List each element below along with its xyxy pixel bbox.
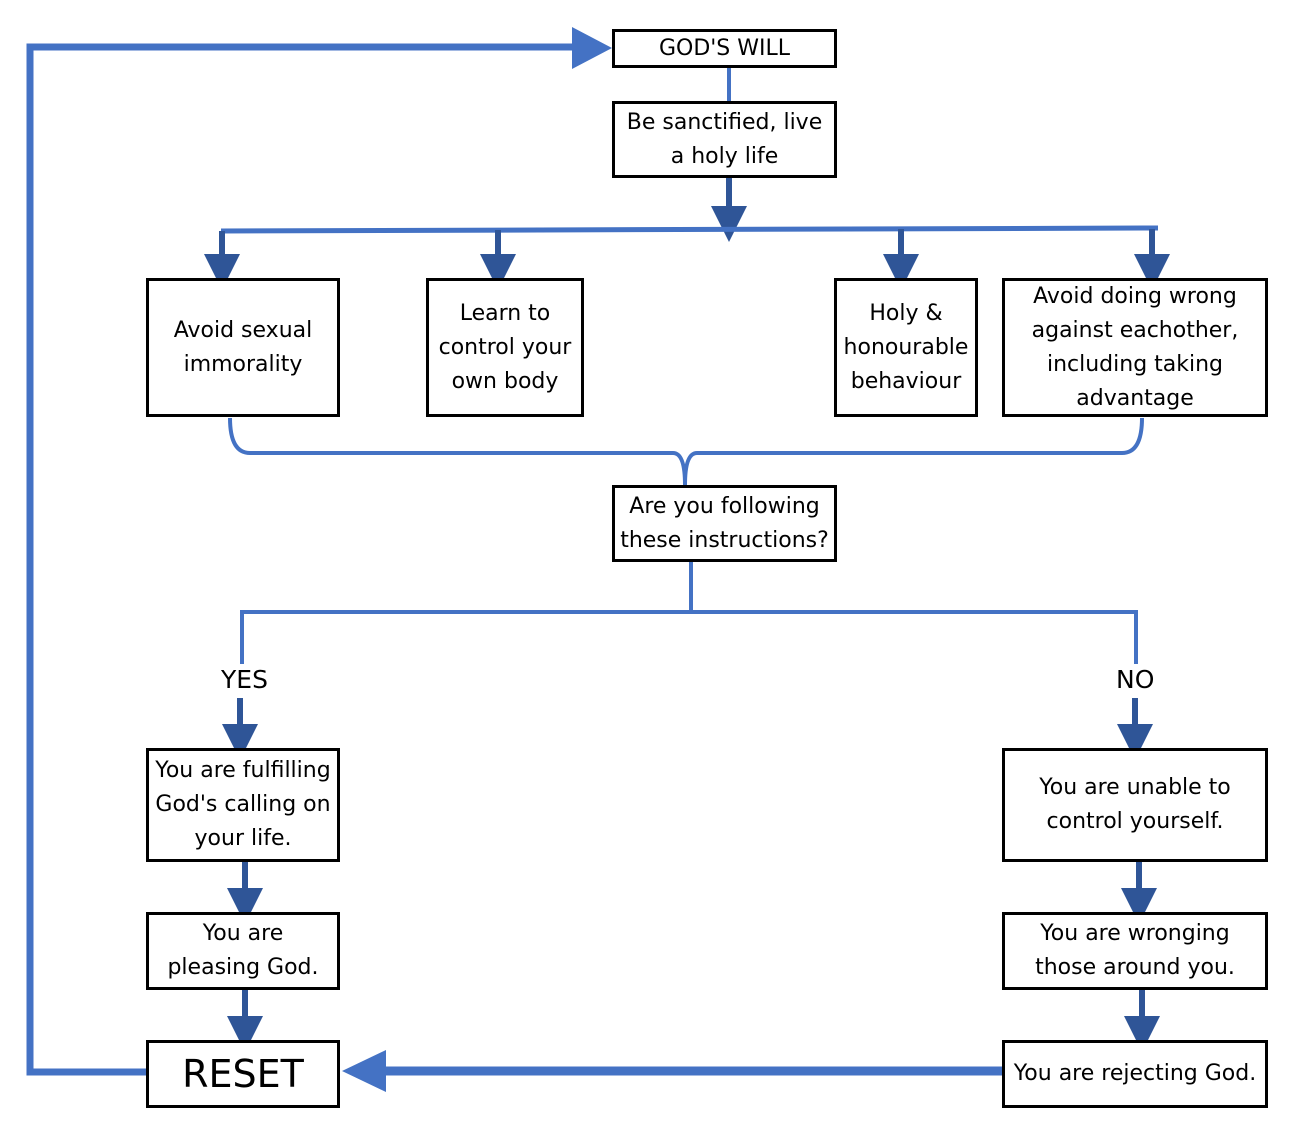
gods-will-label: GOD'S WILL <box>658 35 791 61</box>
reset-arrowhead <box>342 1050 386 1092</box>
wronging-box: You are wronging those around you. <box>1002 912 1268 990</box>
wronging-label: You are wronging those around you. <box>1035 921 1235 980</box>
reset-label: RESET <box>182 1052 304 1096</box>
holy-behaviour-box: Holy & honourable behaviour <box>834 278 978 417</box>
holy-behaviour-label: Holy & honourable behaviour <box>843 300 969 394</box>
pleasing-label: You are pleasing God. <box>167 921 319 980</box>
rejecting-box: You are rejecting God. <box>1002 1040 1268 1108</box>
reset-loop-line <box>26 43 575 1076</box>
control-body-box: Learn to control your own body <box>426 278 584 417</box>
control-body-label: Learn to control your own body <box>438 300 572 394</box>
sanctified-label: Be sanctified, live a holy life <box>626 109 823 169</box>
no-label: NO <box>1116 665 1155 694</box>
unable-box: You are unable to control yourself. <box>1002 748 1268 862</box>
fulfilling-label: You are fulfilling God's calling on your… <box>155 758 331 851</box>
avoid-immorality-box: Avoid sexual immorality <box>146 278 340 417</box>
gods-will-box: GOD'S WILL <box>612 29 837 68</box>
avoid-wrong-label: Avoid doing wrong against eachother, inc… <box>1031 283 1239 411</box>
loop-arrowhead <box>572 27 612 69</box>
reset-box: RESET <box>146 1040 340 1108</box>
yes-label: YES <box>221 665 268 694</box>
grouping-brace <box>228 417 1144 486</box>
top-branch-bar <box>220 225 1159 234</box>
avoid-immorality-label: Avoid sexual immorality <box>173 317 313 377</box>
pleasing-box: You are pleasing God. <box>146 912 340 990</box>
sanctified-box: Be sanctified, live a holy life <box>612 101 837 178</box>
avoid-wrong-box: Avoid doing wrong against eachother, inc… <box>1002 278 1268 417</box>
rejecting-label: You are rejecting God. <box>1013 1061 1257 1086</box>
question-label: Are you following these instructions? <box>620 493 829 553</box>
fulfilling-box: You are fulfilling God's calling on your… <box>146 748 340 862</box>
unable-label: You are unable to control yourself. <box>1039 775 1231 834</box>
question-box: Are you following these instructions? <box>612 485 837 562</box>
